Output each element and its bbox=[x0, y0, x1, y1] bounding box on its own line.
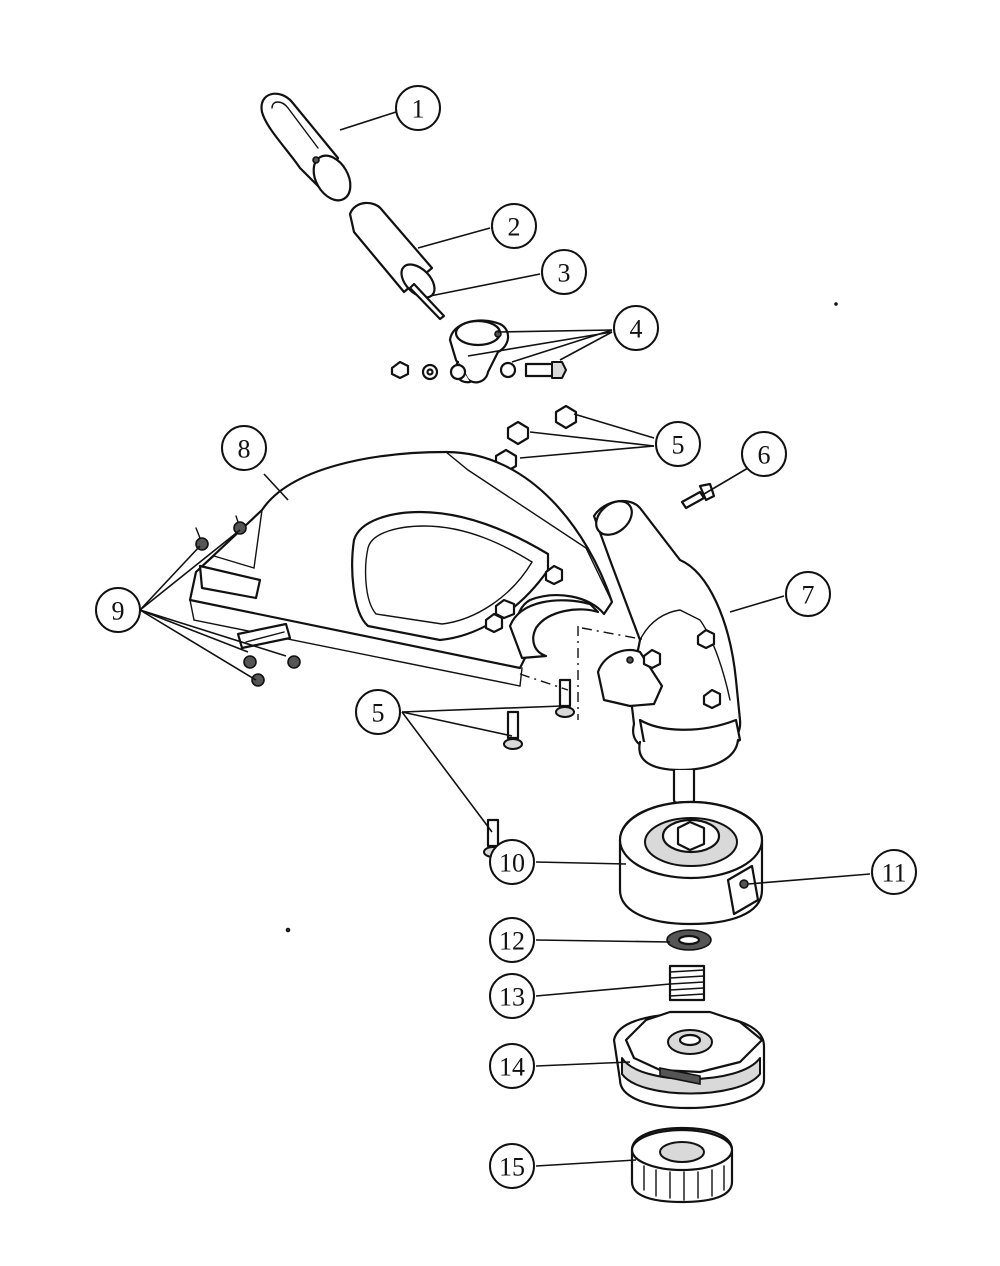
part-clamp-assembly bbox=[390, 319, 567, 384]
part-bump-knob bbox=[630, 1126, 734, 1204]
callout-11: 11 bbox=[871, 849, 917, 895]
callout-12: 12 bbox=[489, 917, 535, 963]
callout-3: 3 bbox=[541, 249, 587, 295]
alignment-lines bbox=[519, 626, 647, 720]
callout-6: 6 bbox=[741, 431, 787, 477]
callout-2: 2 bbox=[491, 203, 537, 249]
part-screw-set bbox=[195, 515, 301, 687]
callout-5-top: 5 bbox=[655, 421, 701, 467]
callout-5-bottom: 5 bbox=[355, 689, 401, 735]
callout-label: 13 bbox=[499, 983, 525, 1012]
callout-label: 15 bbox=[499, 1153, 525, 1182]
callout-label: 2 bbox=[508, 213, 521, 242]
callout-7: 7 bbox=[785, 571, 831, 617]
callout-label: 8 bbox=[238, 435, 251, 464]
callout-1: 1 bbox=[395, 85, 441, 131]
callout-label: 9 bbox=[112, 597, 125, 626]
leader-lines bbox=[139, 111, 871, 1167]
callout-13: 13 bbox=[489, 973, 535, 1019]
part-bolt bbox=[680, 482, 716, 510]
part-spool bbox=[612, 1010, 766, 1110]
part-nuts-top bbox=[494, 404, 578, 474]
callout-label: 5 bbox=[372, 699, 385, 728]
callout-label: 10 bbox=[499, 849, 525, 878]
part-star-washer bbox=[666, 929, 712, 951]
callout-label: 7 bbox=[802, 581, 815, 610]
callout-14: 14 bbox=[489, 1043, 535, 1089]
callout-label: 1 bbox=[412, 95, 425, 124]
callout-label: 4 bbox=[630, 315, 643, 344]
callout-4: 4 bbox=[613, 305, 659, 351]
part-spring bbox=[668, 964, 706, 1002]
callout-label: 3 bbox=[558, 259, 571, 288]
callout-10: 10 bbox=[489, 839, 535, 885]
callout-label: 5 bbox=[672, 431, 685, 460]
callout-label: 11 bbox=[881, 859, 906, 888]
part-guard bbox=[188, 450, 614, 687]
part-pin bbox=[408, 282, 446, 321]
callout-label: 12 bbox=[499, 927, 525, 956]
part-hanger-handle bbox=[260, 92, 352, 202]
stray-mark bbox=[285, 927, 291, 933]
part-spool-housing bbox=[618, 800, 764, 926]
stray-mark bbox=[834, 302, 838, 306]
callout-label: 14 bbox=[499, 1053, 525, 1082]
callout-9: 9 bbox=[95, 587, 141, 633]
callout-8: 8 bbox=[221, 425, 267, 471]
callout-label: 6 bbox=[758, 441, 771, 470]
callout-15: 15 bbox=[489, 1143, 535, 1189]
part-shaft-housing bbox=[592, 499, 742, 806]
part-tube-sleeve bbox=[348, 201, 436, 299]
